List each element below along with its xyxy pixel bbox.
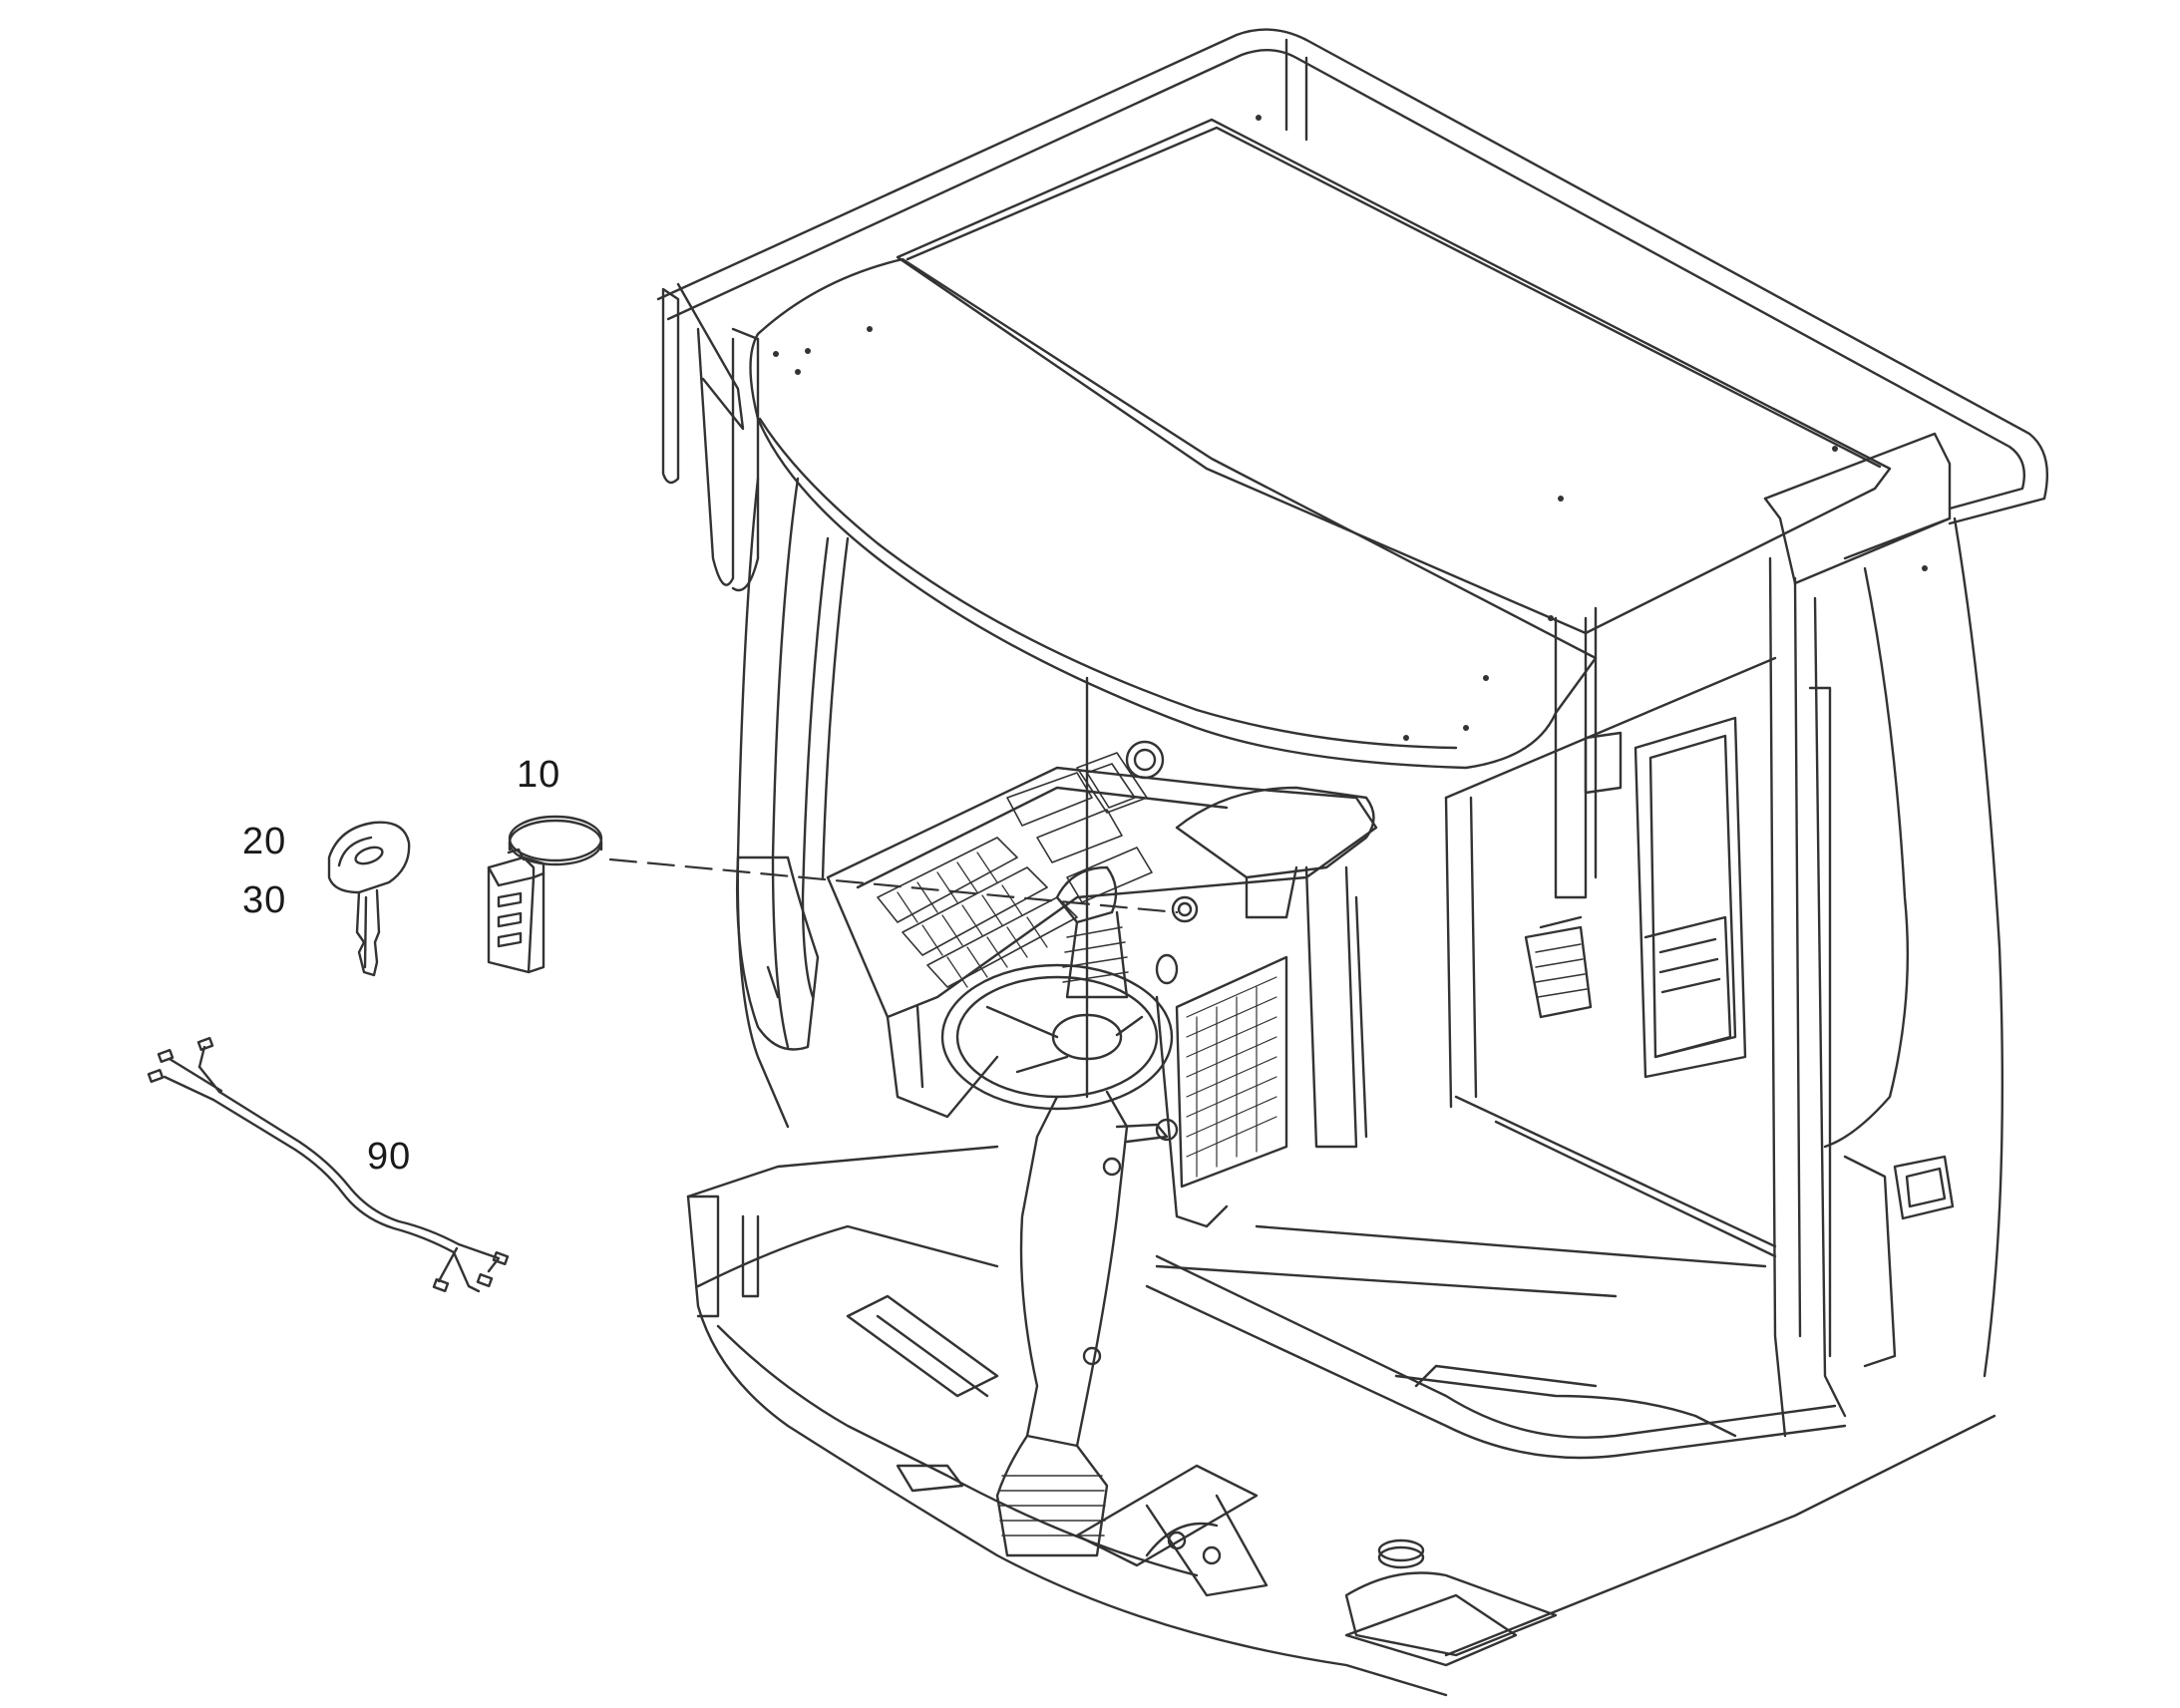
callout-90: 90	[367, 1136, 412, 1178]
left-mirror	[661, 282, 760, 592]
cab-body	[735, 477, 2004, 1438]
callout-20: 20	[242, 821, 287, 862]
ignition-switch-part	[487, 815, 603, 974]
leader-line	[608, 857, 1179, 914]
wiring-harness-part	[147, 1036, 510, 1293]
steering-wheel	[940, 963, 1269, 1597]
key-part	[327, 821, 411, 977]
callout-10: 10	[517, 754, 561, 796]
cab-floor	[686, 1145, 1997, 1697]
cab-roof	[656, 28, 2048, 770]
callout-30: 30	[242, 879, 287, 921]
dashboard	[826, 740, 1378, 1228]
